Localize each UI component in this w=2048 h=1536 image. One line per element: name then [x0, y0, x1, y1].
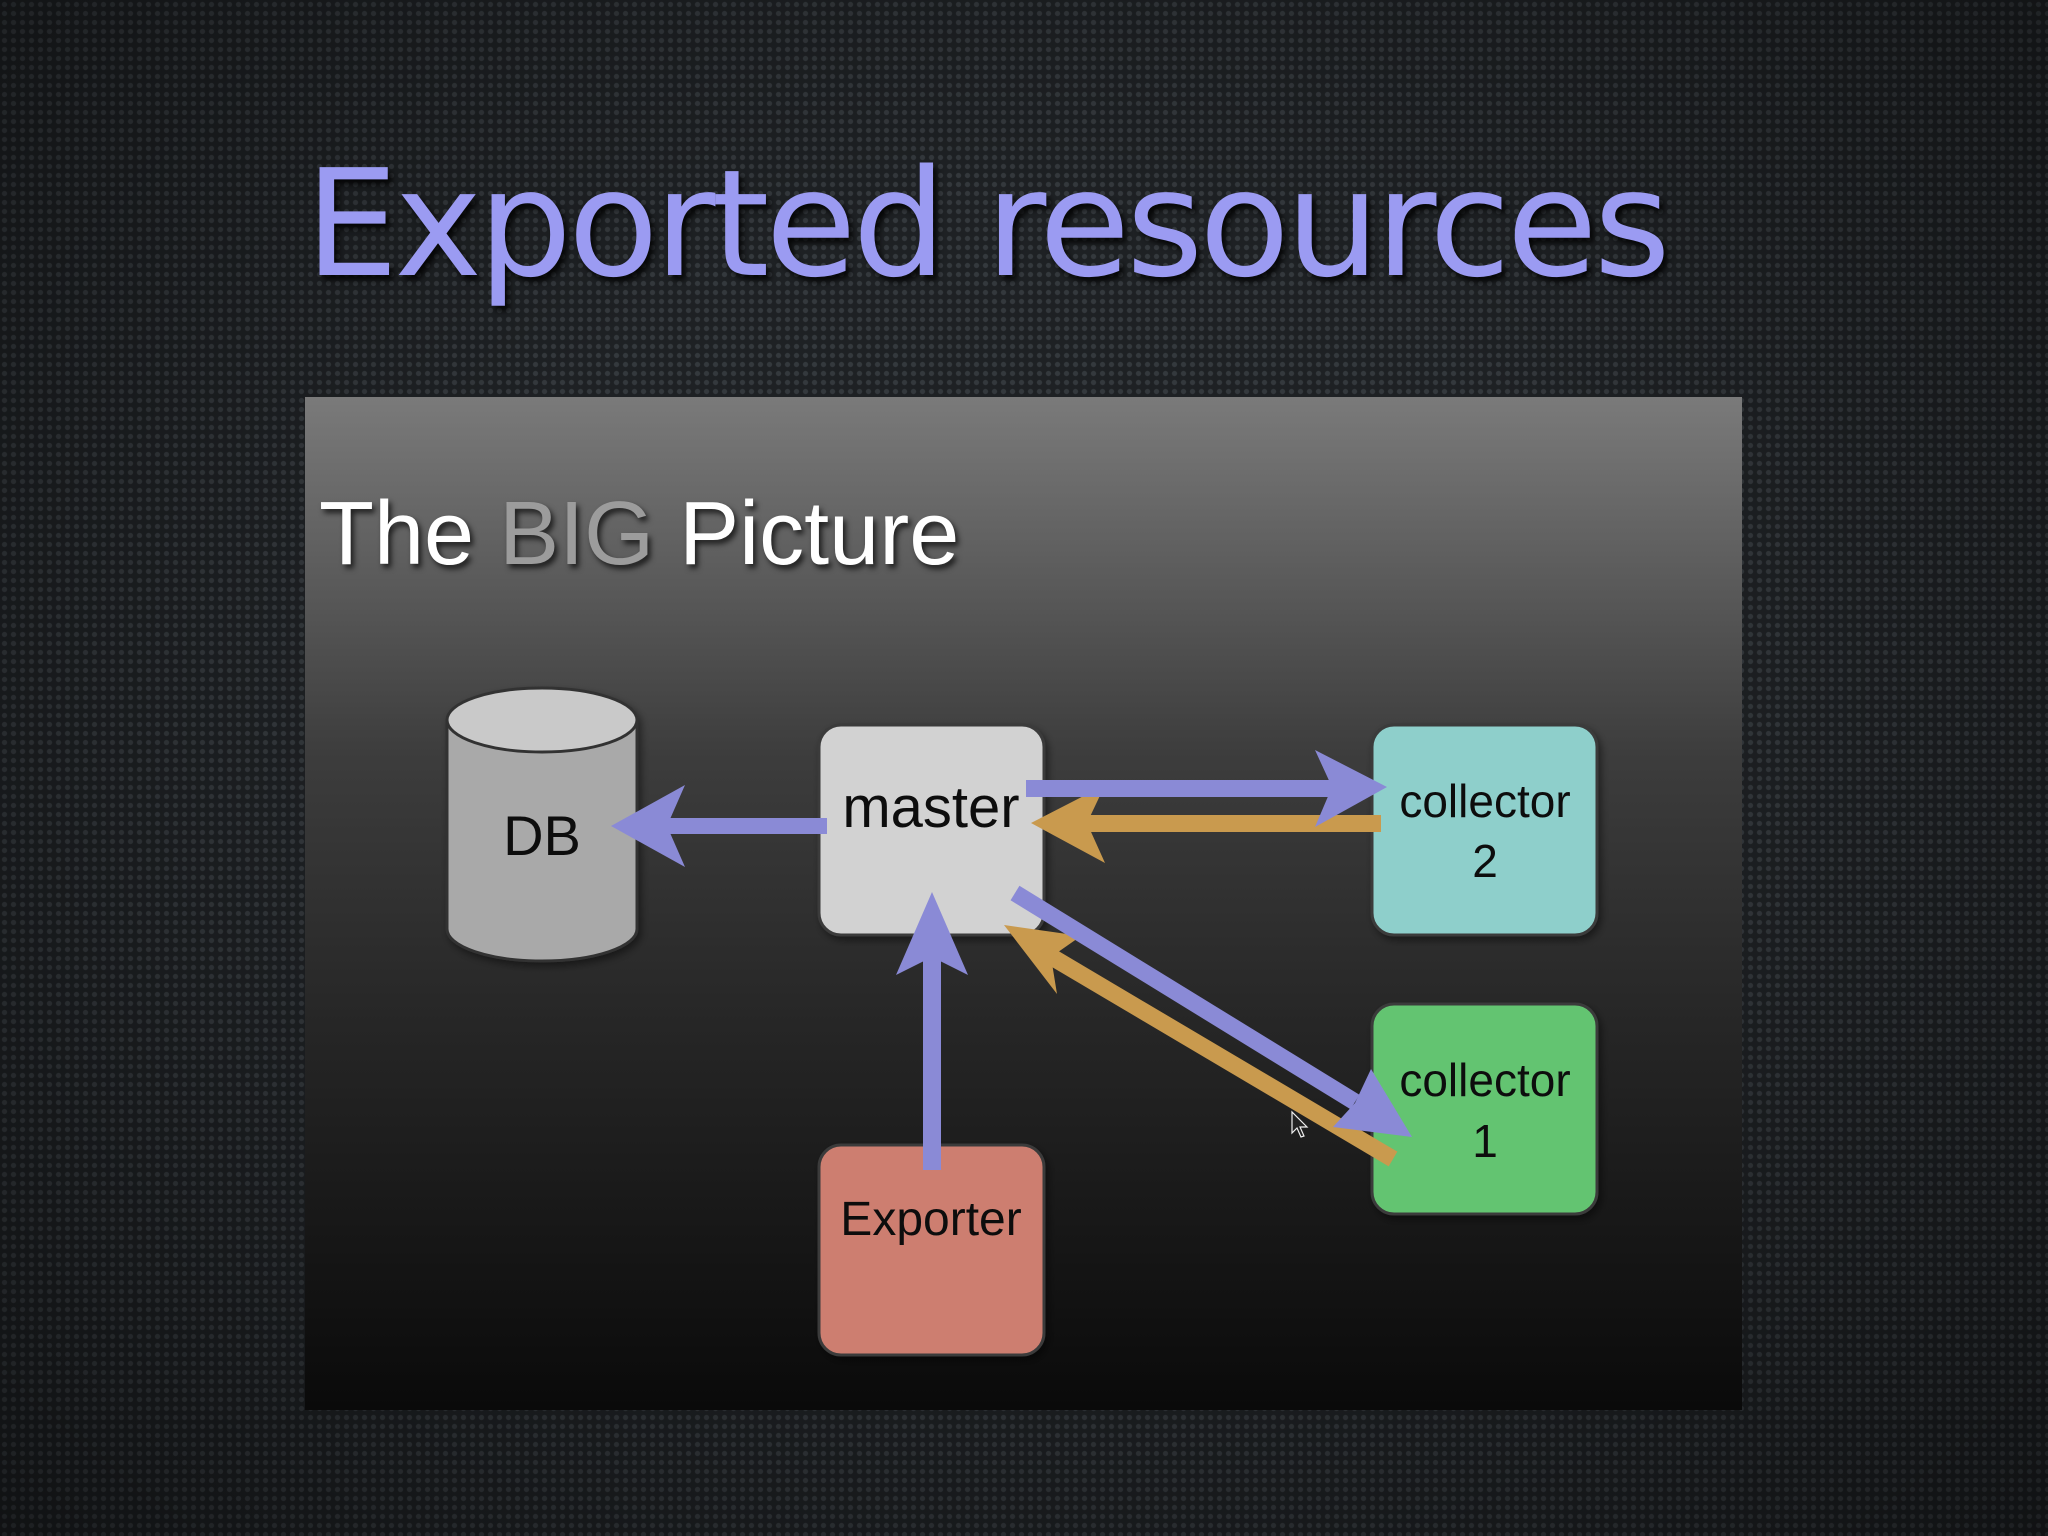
collector-1-node: collector 1: [1370, 1002, 1599, 1216]
title-emphasis: BIG: [499, 484, 655, 584]
master-label: master: [842, 775, 1019, 840]
slide-title: Exported resources: [305, 138, 1671, 310]
collector-1-box: [1370, 1002, 1599, 1216]
exporter-label: Exporter: [840, 1193, 1021, 1246]
arrow-master-to-collector-2: [1026, 750, 1387, 827]
collector-2-label-line2: 2: [1472, 835, 1498, 887]
architecture-diagram: DB master collector 2 collector 1 Export…: [445, 686, 1599, 1357]
embedded-slide-title: The BIG Picture: [319, 489, 959, 579]
embedded-slide-image: The BIG Picture DB master collector 2 c: [305, 397, 1742, 1410]
title-prefix: The: [319, 484, 500, 584]
db-cylinder-body: [445, 718, 639, 963]
db-label: DB: [503, 804, 581, 867]
arrow-exporter-to-master: [896, 892, 968, 1170]
collector-2-label-line1: collector: [1399, 775, 1570, 827]
db-cylinder-top: [445, 686, 639, 754]
arrow-master-to-collector-1: [1010, 885, 1412, 1137]
title-suffix: Picture: [654, 484, 960, 584]
arrow-collector-1-to-master: [1004, 925, 1398, 1167]
arrow-master-to-db: [611, 785, 827, 867]
exporter-node: Exporter: [817, 1143, 1046, 1357]
mouse-cursor-icon: [1291, 1110, 1309, 1138]
db-node: DB: [445, 686, 639, 963]
collector-1-label-line2: 1: [1472, 1115, 1498, 1167]
collector-2-node: collector 2: [1370, 723, 1599, 937]
collector-2-box: [1370, 723, 1599, 937]
exporter-box: [817, 1143, 1046, 1357]
arrow-collector-2-to-master: [1031, 785, 1381, 863]
collector-1-label-line1: collector: [1399, 1054, 1570, 1106]
